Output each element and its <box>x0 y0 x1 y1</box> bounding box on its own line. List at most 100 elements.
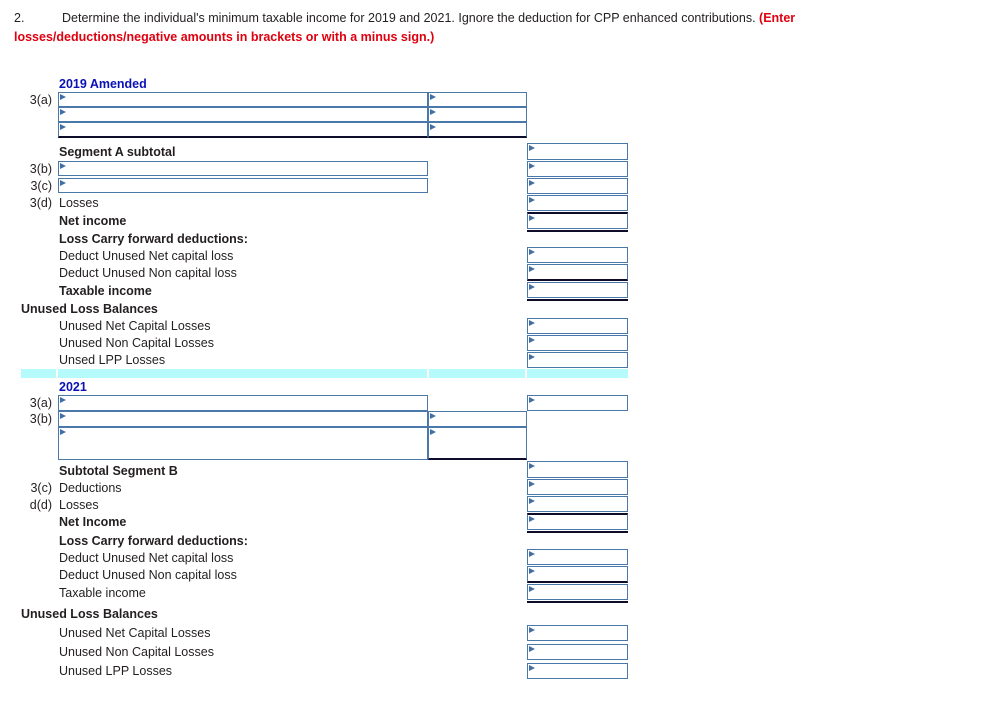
input-2021-extra-desc[interactable] <box>58 427 428 460</box>
row-code-2021-3b: 3(b) <box>29 412 52 426</box>
label-2021-loss-carry-forward-deductions: Loss Carry forward deductions: <box>59 534 248 548</box>
row-2021-deduct-net-capital: Deduct Unused Net capital loss <box>0 549 985 567</box>
row-2019-3a-3 <box>0 122 985 139</box>
row-2019-3a-1: 3(a) <box>0 92 985 109</box>
row-2019-unused-non-capital-losses: Unused Non Capital Losses <box>0 335 985 352</box>
row-2019-segment-a-subtotal: Segment A subtotal <box>0 143 985 161</box>
input-2021-deduct-unused-non-capital-loss[interactable] <box>527 566 628 583</box>
input-2021-taxable-income[interactable] <box>527 584 628 603</box>
input-2021-3a-desc[interactable] <box>58 395 428 411</box>
row-code-3c: 3(c) <box>30 179 52 193</box>
input-2021-unused-net-capital-losses[interactable] <box>527 625 628 641</box>
row-2019-unused-loss-balances-header: Unused Loss Balances <box>0 301 985 318</box>
question-number: 2. <box>14 11 25 25</box>
row-2021-taxable-income: Taxable income <box>0 584 985 603</box>
input-2019-3c-amount[interactable] <box>527 178 628 194</box>
label-segment-a-subtotal: Segment A subtotal <box>59 145 176 159</box>
row-2021-3c-deductions: 3(c) Deductions <box>0 479 985 497</box>
label-2021-deductions: Deductions <box>59 481 122 495</box>
input-2019-segment-a-subtotal[interactable] <box>527 143 628 160</box>
row-2021-3a: 3(a) <box>0 395 985 412</box>
input-2019-unused-net-capital-losses[interactable] <box>527 318 628 334</box>
divider-band-segment-3 <box>429 369 525 378</box>
input-2021-unused-lpp-losses[interactable] <box>527 663 628 679</box>
row-code-2021-3a: 3(a) <box>29 396 52 410</box>
label-2019-unsed-lpp-losses: Unsed LPP Losses <box>59 353 166 367</box>
input-2021-deduct-unused-net-capital-loss[interactable] <box>527 549 628 565</box>
label-2019-losses: Losses <box>59 196 99 210</box>
label-2021-unused-non-capital-losses: Unused Non Capital Losses <box>59 645 214 659</box>
label-2019-net-income: Net income <box>59 214 127 228</box>
input-2019-losses[interactable] <box>527 195 628 211</box>
input-2019-deduct-unused-net-capital-loss[interactable] <box>527 247 628 263</box>
divider-band-segment-4 <box>527 369 628 378</box>
input-2021-subtotal-segment-b[interactable] <box>527 461 628 478</box>
row-code-3d: 3(d) <box>29 196 52 210</box>
row-2021-unused-net-capital-losses: Unused Net Capital Losses <box>0 625 985 642</box>
input-2019-3a-2-amount[interactable] <box>428 107 527 122</box>
input-2019-taxable-income[interactable] <box>527 282 628 301</box>
label-2019-deduct-unused-net-capital-loss: Deduct Unused Net capital loss <box>59 249 234 263</box>
year-heading-2021-row: 2021 <box>0 379 985 395</box>
divider-band-segment-1 <box>21 369 56 378</box>
input-2019-deduct-unused-non-capital-loss[interactable] <box>527 264 628 281</box>
label-2021-unused-lpp-losses: Unused LPP Losses <box>59 664 173 678</box>
row-2021-3b-extra <box>0 427 985 460</box>
input-2021-unused-non-capital-losses[interactable] <box>527 644 628 660</box>
row-2021-3b: 3(b) <box>0 411 985 428</box>
row-2019-unsed-lpp-losses: Unsed LPP Losses <box>0 352 985 369</box>
label-subtotal-segment-b: Subtotal Segment B <box>59 464 178 478</box>
row-2019-unused-net-capital-losses: Unused Net Capital Losses <box>0 318 985 335</box>
row-2021-subtotal-segment-b: Subtotal Segment B <box>0 461 985 480</box>
input-2019-3a-2-desc[interactable] <box>58 107 428 122</box>
row-2019-3c: 3(c) <box>0 178 985 195</box>
question-red-part2: losses/deductions/negative amounts in br… <box>14 30 435 44</box>
input-2019-3a-3-desc[interactable] <box>58 122 428 138</box>
label-2021-unused-loss-balances: Unused Loss Balances <box>21 607 158 621</box>
question-text: Determine the individual's minimum taxab… <box>62 11 756 25</box>
year-heading-2019: 2019 Amended <box>59 77 147 91</box>
input-2021-deductions[interactable] <box>527 479 628 495</box>
row-2019-net-income: Net income <box>0 212 985 232</box>
input-2021-3a-amount[interactable] <box>527 395 628 411</box>
label-2019-unused-loss-balances: Unused Loss Balances <box>21 302 158 316</box>
row-2019-deduct-non-capital: Deduct Unused Non capital loss <box>0 264 985 282</box>
worksheet: 2019 Amended 3(a) Segment A subtotal 3(b <box>0 72 985 679</box>
input-2021-3b-desc[interactable] <box>58 411 428 427</box>
input-2019-net-income[interactable] <box>527 212 628 232</box>
year-heading-2021: 2021 <box>59 380 87 394</box>
row-2021-unused-loss-balances-header: Unused Loss Balances <box>0 606 985 623</box>
row-2019-taxable-income: Taxable income <box>0 282 985 301</box>
row-2019-3d-losses: 3(d) Losses <box>0 195 985 212</box>
input-2019-3a-3-amount[interactable] <box>428 122 527 138</box>
label-2019-unused-net-capital-losses: Unused Net Capital Losses <box>59 319 211 333</box>
row-code-2021-dd: d(d) <box>29 498 52 512</box>
row-2021-unused-lpp-losses: Unused LPP Losses <box>0 663 985 680</box>
input-2021-losses[interactable] <box>527 496 628 512</box>
label-2019-taxable-income: Taxable income <box>59 284 152 298</box>
section-2019: 2019 Amended 3(a) Segment A subtotal 3(b <box>0 72 985 368</box>
row-2021-net-income: Net Income <box>0 513 985 533</box>
input-2019-3a-1-desc[interactable] <box>58 92 428 107</box>
row-2019-3b: 3(b) <box>0 161 985 178</box>
row-2021-deduct-non-capital: Deduct Unused Non capital loss <box>0 566 985 584</box>
row-2021-dd-losses: d(d) Losses <box>0 496 985 514</box>
label-2021-losses: Losses <box>59 498 99 512</box>
label-2021-net-income: Net Income <box>59 515 127 529</box>
input-2021-3b-amount[interactable] <box>428 411 527 427</box>
label-2021-taxable-income: Taxable income <box>59 586 146 600</box>
label-2019-loss-carry-forward-deductions: Loss Carry forward deductions: <box>59 232 248 246</box>
row-code-3a: 3(a) <box>29 93 52 107</box>
year-heading-2019-row: 2019 Amended <box>0 76 985 92</box>
input-2021-extra-amount[interactable] <box>428 427 527 460</box>
row-2019-deduct-net-capital: Deduct Unused Net capital loss <box>0 247 985 265</box>
input-2021-net-income[interactable] <box>527 513 628 533</box>
input-2019-unused-non-capital-losses[interactable] <box>527 335 628 351</box>
label-2021-unused-net-capital-losses: Unused Net Capital Losses <box>59 626 211 640</box>
label-2019-unused-non-capital-losses: Unused Non Capital Losses <box>59 336 214 350</box>
input-2019-unsed-lpp-losses[interactable] <box>527 352 628 368</box>
input-2019-3b-desc[interactable] <box>58 161 428 176</box>
input-2019-3b-amount[interactable] <box>527 161 628 177</box>
input-2019-3a-1-amount[interactable] <box>428 92 527 107</box>
input-2019-3c-desc[interactable] <box>58 178 428 193</box>
